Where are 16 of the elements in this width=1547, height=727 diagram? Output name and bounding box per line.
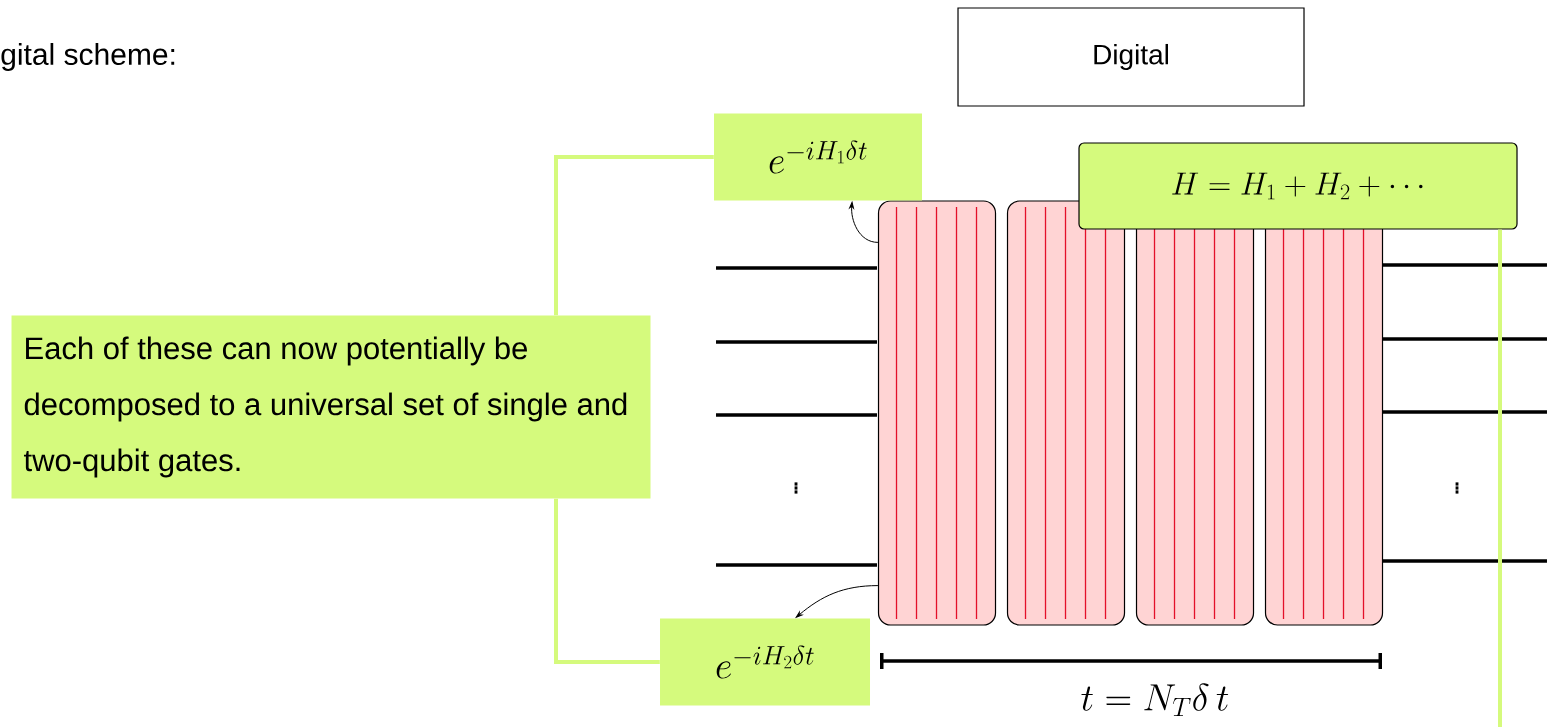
- arrow: [849, 201, 879, 243]
- gate-block: [877, 200, 997, 626]
- heading-text: gital scheme:: [1, 43, 175, 71]
- dimension-label: $t = N_T\delta\, t$: [1081, 683, 1229, 717]
- note-box: Each of these can now potentially be decomposed to a universal set of single and two-qubit gates.: [11, 315, 651, 499]
- gate-block: [1006, 200, 1126, 626]
- formula-tooltip: $H = H_1 + H_2 + \cdots$: [1078, 142, 1518, 230]
- connector-line: [554, 155, 714, 316]
- title-box: Digital: [957, 7, 1305, 107]
- formula-box: $e^{-iH_2\delta t}$: [660, 618, 870, 706]
- connector-line: [554, 498, 660, 664]
- ellipsis-dots: $\vdots$: [794, 482, 798, 494]
- arrow: [795, 585, 879, 618]
- ellipsis-dots: $\vdots$: [1455, 482, 1459, 494]
- connector-line: [1498, 229, 1502, 727]
- formula-box: $e^{-iH_1\delta t}$: [714, 113, 922, 201]
